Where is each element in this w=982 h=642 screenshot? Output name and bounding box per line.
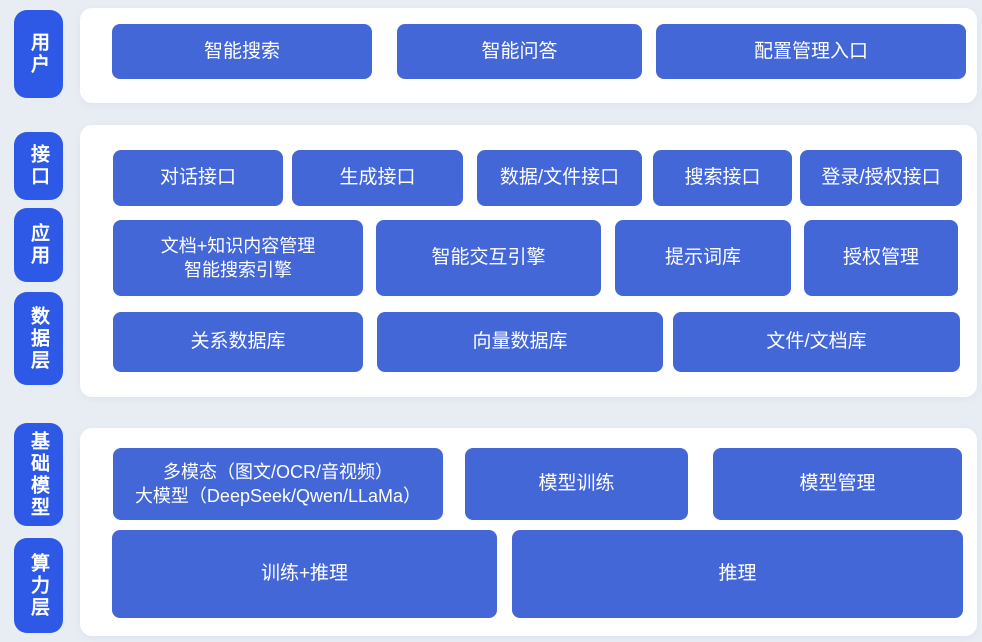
rail-label-application: 应用 bbox=[14, 208, 63, 282]
block-interaction-engine: 智能交互引擎 bbox=[376, 220, 601, 296]
rail-label-compute-layer: 算力层 bbox=[14, 538, 63, 633]
block-inference: 推理 bbox=[512, 530, 963, 618]
block-multimodal-llm-line2: 大模型（DeepSeek/Qwen/LLaMa） bbox=[134, 486, 422, 506]
block-file-doc-store: 文件/文档库 bbox=[673, 312, 960, 372]
block-smart-qa: 智能问答 bbox=[397, 24, 642, 79]
block-multimodal-llm: 多模态（图文/OCR/音视频） 大模型（DeepSeek/Qwen/LLaMa） bbox=[113, 448, 443, 520]
block-smart-search: 智能搜索 bbox=[112, 24, 372, 79]
rail-label-data-layer: 数据层 bbox=[14, 292, 63, 385]
block-prompt-library: 提示词库 bbox=[615, 220, 791, 296]
block-multimodal-llm-line1: 多模态（图文/OCR/音视频） bbox=[163, 461, 393, 482]
block-generate-api: 生成接口 bbox=[292, 150, 463, 206]
rail-label-interface: 接口 bbox=[14, 132, 63, 200]
block-auth-management: 授权管理 bbox=[804, 220, 958, 296]
rail-label-base-model: 基础模型 bbox=[14, 423, 63, 526]
block-training-inference: 训练+推理 bbox=[112, 530, 497, 618]
block-search-api: 搜索接口 bbox=[653, 150, 792, 206]
rail-label-user: 用户 bbox=[14, 10, 63, 98]
block-doc-knowledge-engine-line1: 文档+知识内容管理 bbox=[160, 235, 316, 256]
block-relational-db: 关系数据库 bbox=[113, 312, 363, 372]
block-config-entry: 配置管理入口 bbox=[656, 24, 966, 79]
block-model-training: 模型训练 bbox=[465, 448, 688, 520]
block-doc-knowledge-engine-line2: 智能搜索引擎 bbox=[184, 260, 292, 280]
block-doc-knowledge-engine: 文档+知识内容管理 智能搜索引擎 bbox=[113, 220, 363, 296]
block-login-auth-api: 登录/授权接口 bbox=[800, 150, 962, 206]
block-dialog-api: 对话接口 bbox=[113, 150, 283, 206]
block-data-file-api: 数据/文件接口 bbox=[477, 150, 642, 206]
block-vector-db: 向量数据库 bbox=[377, 312, 663, 372]
block-model-management: 模型管理 bbox=[713, 448, 962, 520]
